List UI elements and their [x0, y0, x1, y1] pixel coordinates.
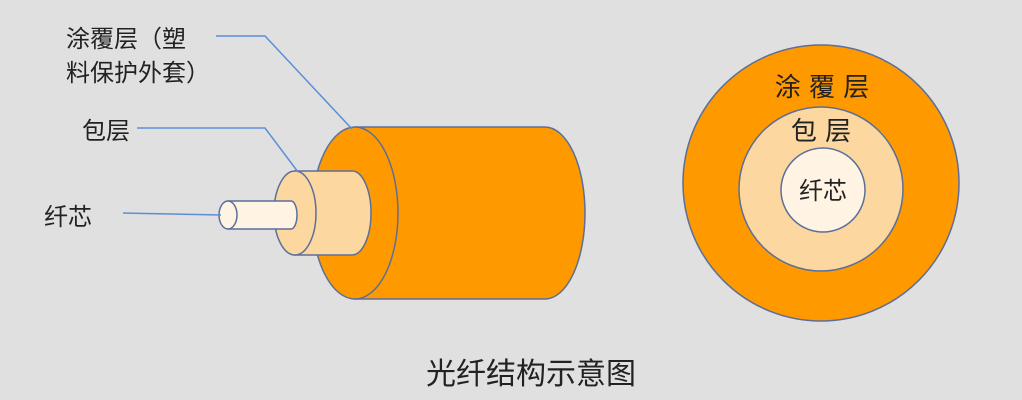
- coating-label-line2: 料保护外套）: [66, 59, 210, 87]
- core-circle: [780, 147, 866, 233]
- coating-cylinder-body: [354, 126, 586, 300]
- core-cylinder-face: [218, 200, 238, 230]
- coating-leader-line: [216, 35, 353, 130]
- cladding-label: 包层: [82, 117, 130, 145]
- cross-section-cladding-label: 包 层: [791, 117, 851, 147]
- coating-label-line1: 涂覆层（塑: [66, 25, 186, 53]
- fiber-side-view: [218, 126, 586, 300]
- core-leader-line: [122, 212, 222, 216]
- core-label: 纤芯: [44, 203, 92, 231]
- leader-lines: [122, 35, 353, 216]
- diagram-caption: 光纤结构示意图: [426, 357, 636, 392]
- core-cylinder: [218, 200, 298, 230]
- side-view-labels: 涂覆层（塑 料保护外套） 包层 纤芯: [44, 25, 210, 231]
- cladding-leader-line: [137, 127, 299, 173]
- cross-section-coating-label: 涂 覆 层: [775, 73, 870, 103]
- cross-section-core-label: 纤芯: [799, 177, 847, 205]
- fiber-cross-section: 涂 覆 层 包 层 纤芯: [682, 44, 960, 322]
- core-cylinder-body: [227, 200, 298, 230]
- coating-cylinder: [311, 126, 586, 300]
